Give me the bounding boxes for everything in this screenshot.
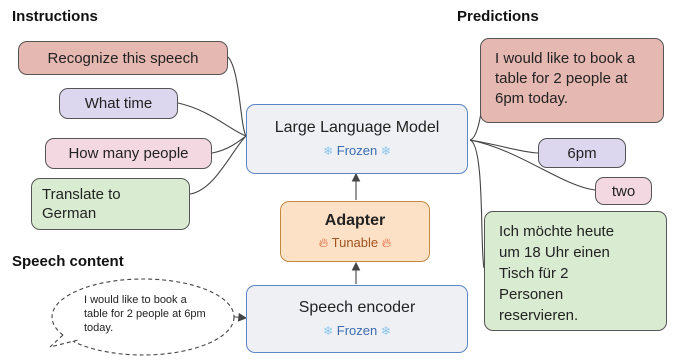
line-instr-4 (189, 135, 247, 195)
flame-icon: 🔥︎ (318, 235, 329, 250)
prediction-translation: Ich möchte heute um 18 Uhr einen Tisch f… (484, 211, 667, 331)
prediction-time: 6pm (538, 138, 626, 168)
prediction-transcript: I would like to book a table for 2 peopl… (480, 38, 664, 123)
llm-title: Large Language Model (274, 118, 440, 136)
snowflake-icon: ❄ (380, 323, 391, 338)
instruction-label: Recognize this speech (47, 49, 199, 67)
snowflake-icon: ❄ (323, 323, 334, 338)
instruction-translate: Translate to German (31, 178, 190, 230)
instruction-label: Translate to German (42, 186, 121, 222)
prediction-text: two (611, 182, 636, 200)
adapter-status-row: 🔥︎ Tunable 🔥︎ (319, 233, 392, 252)
line-pred-3 (469, 139, 596, 191)
adapter-title: Adapter (324, 212, 386, 229)
encoder-status-row: ❄ Frozen ❄ (323, 321, 391, 341)
instruction-label: What time (84, 95, 153, 112)
speech-bubble-text: I would like to book a table for 2 peopl… (84, 294, 206, 334)
llm-status-row: ❄ Frozen ❄ (323, 141, 391, 161)
llm-status: Frozen (336, 142, 378, 158)
snowflake-icon: ❄ (380, 143, 391, 158)
prediction-text: I would like to book a table for 2 peopl… (495, 50, 636, 107)
instruction-what-time: What time (59, 88, 178, 119)
line-instr-1 (227, 56, 247, 137)
prediction-text: 6pm (567, 144, 597, 162)
predictions-heading: Predictions (457, 8, 539, 25)
speech-bubble-tail (49, 334, 79, 348)
speech-content-heading: Speech content (12, 253, 124, 270)
line-pred-4 (469, 139, 485, 269)
flame-icon: 🔥︎ (381, 235, 392, 250)
speech-bubble-shape (51, 278, 235, 356)
instruction-how-many: How many people (45, 138, 212, 169)
adapter-box: Adapter 🔥︎ Tunable 🔥︎ (280, 201, 430, 262)
prediction-count: two (595, 177, 652, 205)
line-instr-3 (211, 135, 247, 154)
instruction-recognize: Recognize this speech (18, 41, 228, 75)
speech-encoder-box: Speech encoder ❄ Frozen ❄ (246, 285, 468, 353)
instructions-heading: Instructions (12, 8, 98, 25)
encoder-status: Frozen (336, 322, 378, 338)
line-instr-2 (177, 102, 247, 137)
snowflake-icon: ❄ (323, 143, 334, 158)
prediction-text: Ich möchte heute um 18 Uhr einen Tisch f… (499, 223, 615, 324)
encoder-title: Speech encoder (298, 298, 416, 316)
llm-box: Large Language Model ❄ Frozen ❄ (246, 104, 468, 174)
instruction-label: How many people (68, 145, 189, 162)
adapter-status: Tunable (331, 235, 379, 250)
